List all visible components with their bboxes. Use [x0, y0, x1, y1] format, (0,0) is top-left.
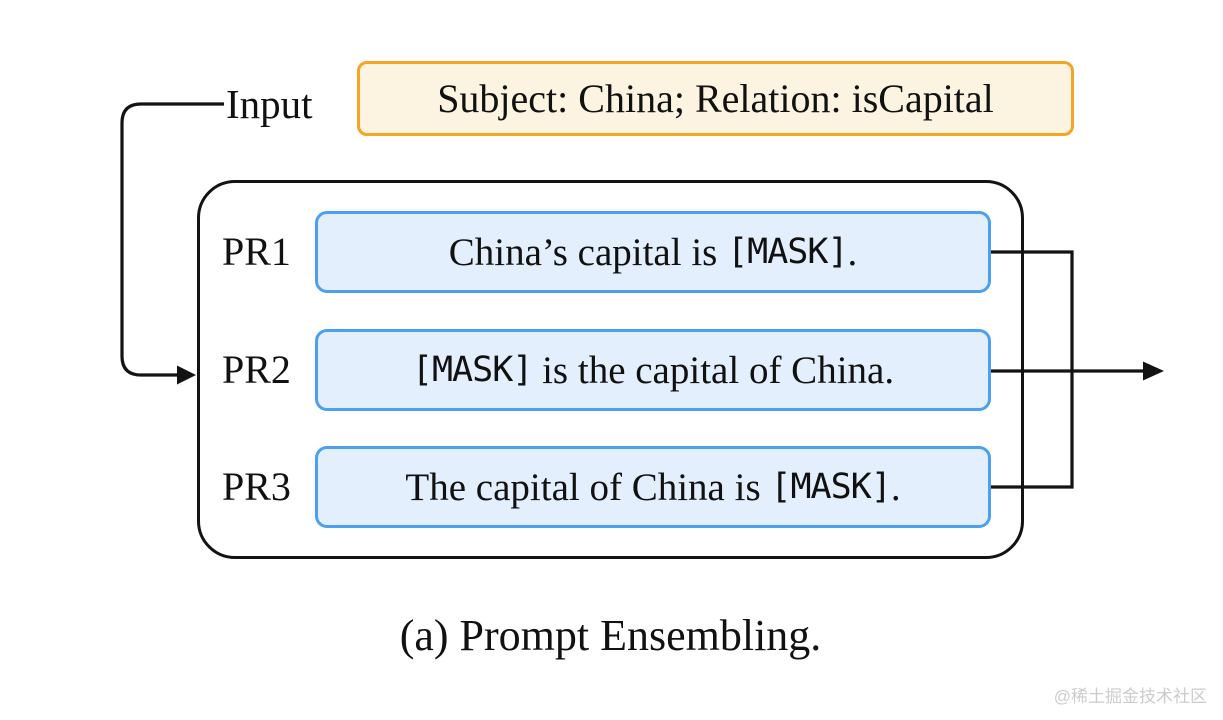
mask-token: [MASK]	[727, 232, 848, 272]
mask-token: [MASK]	[770, 467, 891, 507]
prompt-text: is the capital of China.	[532, 348, 895, 392]
prompt-text: .	[890, 465, 901, 509]
prompt-text: China’s capital is	[448, 230, 728, 274]
mask-token: [MASK]	[411, 350, 533, 390]
input-label: Input	[226, 81, 313, 127]
prompt-ensemble-container	[197, 180, 1024, 559]
prompt-text: The capital of China is	[405, 465, 771, 509]
prompt-label-pr2: PR2	[222, 347, 291, 392]
input-arrowhead	[177, 365, 196, 385]
input-box: Subject: China; Relation: isCapital	[357, 61, 1074, 136]
prompt-text: .	[847, 230, 858, 274]
prompt-label-pr1: PR1	[222, 229, 291, 274]
prompt-box-pr2: [MASK] is the capital of China.	[315, 329, 991, 411]
prompt-box-pr3: The capital of China is [MASK].	[315, 446, 991, 528]
prompt-label-pr3: PR3	[222, 464, 291, 509]
output-arrowhead	[1143, 361, 1164, 381]
watermark-text: @稀土掘金技术社区	[1053, 687, 1207, 706]
prompt-box-pr1: China’s capital is [MASK].	[315, 211, 991, 293]
figure-caption: (a) Prompt Ensembling.	[399, 611, 822, 660]
input-box-text: Subject: China; Relation: isCapital	[437, 76, 994, 121]
